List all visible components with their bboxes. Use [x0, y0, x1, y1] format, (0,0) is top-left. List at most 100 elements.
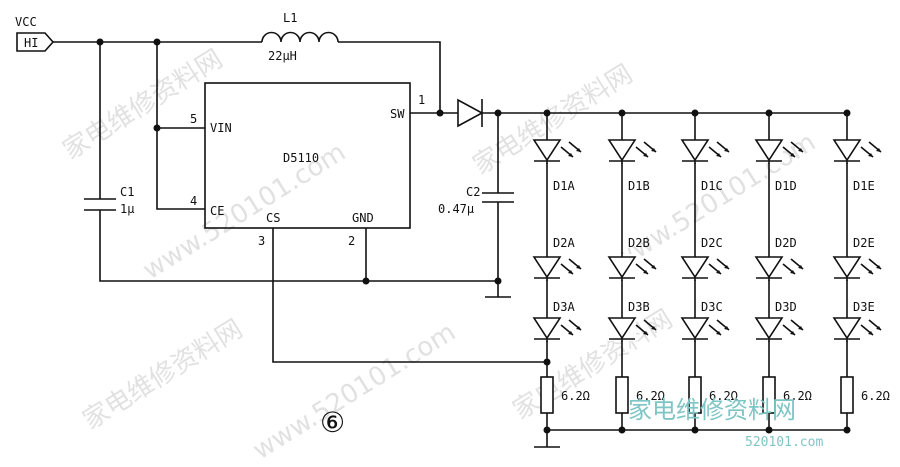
- led-label: D1B: [628, 179, 650, 193]
- led-label: D2E: [853, 236, 875, 250]
- led-label: D2B: [628, 236, 650, 250]
- led-label: D3C: [701, 300, 723, 314]
- led-cathode-bar: [682, 315, 708, 342]
- led-cathode-bar: [534, 137, 560, 164]
- junction-dot: [436, 109, 444, 117]
- led-matrix: D1A D2A D3A 6.2Ω D1B D2B D3B 6.2Ω D1C D2C D3C 6.2Ω D…: [532, 109, 890, 448]
- led-cathode-bar: [609, 315, 635, 342]
- led-label: D3B: [628, 300, 650, 314]
- led-cathode-bar: [609, 254, 635, 281]
- junction-dot: [153, 124, 161, 132]
- led-arrowheads: [716, 326, 729, 335]
- led-cathode-bar: [756, 137, 782, 164]
- led-cathode-bar: [834, 137, 860, 164]
- junction-dot: [494, 277, 502, 285]
- ic-body: [204, 82, 411, 229]
- wire-inductor-to-diode: [338, 41, 458, 114]
- c2-ref: C2: [466, 185, 480, 199]
- pin-number: 2: [348, 234, 355, 248]
- junction-dot: [362, 277, 370, 285]
- figure-marker: ⑥: [320, 406, 345, 439]
- wire-vin-ce: [156, 42, 205, 210]
- capacitor-c2: [482, 113, 514, 297]
- led-label: D2D: [775, 236, 797, 250]
- resistor-value: 6.2Ω: [783, 389, 812, 403]
- led-label: D1A: [553, 179, 575, 193]
- pin-number: 1: [418, 93, 425, 107]
- led-arrowheads: [716, 148, 729, 157]
- led-arrowheads: [790, 148, 803, 157]
- pin-label-vin: VIN: [210, 121, 232, 135]
- ic-name: D5110: [283, 151, 319, 165]
- diode-triangle: [457, 98, 484, 128]
- led-cathode-bar: [756, 254, 782, 281]
- led-arrowheads: [790, 265, 803, 274]
- led-arrowheads: [568, 148, 581, 157]
- led-cathode-bar: [534, 315, 560, 342]
- current-sense-resistor: [540, 376, 554, 414]
- c1-ref: C1: [120, 185, 134, 199]
- led-label: D1D: [775, 179, 797, 193]
- led-arrowheads: [568, 265, 581, 274]
- watermark-text: 家电维修资料网: [78, 314, 248, 436]
- led-arrowheads: [790, 326, 803, 335]
- led-cathode-bar: [609, 137, 635, 164]
- watermark-text: 家电维修资料网: [58, 44, 228, 166]
- resistor-value: 6.2Ω: [861, 389, 890, 403]
- led-cathode-bar: [834, 315, 860, 342]
- led-cathode-bar: [834, 254, 860, 281]
- ic-d5110: D5110 5 VIN 4 CE 3 CS 2 GND 1 SW: [190, 82, 425, 248]
- pin-label-ce: CE: [210, 204, 224, 218]
- led-label: D3E: [853, 300, 875, 314]
- inductor-coil: [261, 31, 339, 43]
- brand-watermark-url: 520101.com: [745, 435, 823, 450]
- pin-number: 5: [190, 112, 197, 126]
- brand-watermark: 家电维修资料网 520101.com: [628, 396, 823, 450]
- led-arrowheads: [868, 326, 881, 335]
- pin-label-cs: CS: [266, 211, 280, 225]
- led-arrowheads: [716, 265, 729, 274]
- led-cathode-bar: [682, 254, 708, 281]
- watermark-url: www.520101.com: [248, 317, 461, 466]
- led-arrowheads: [643, 265, 656, 274]
- pin-label-gnd: GND: [352, 211, 374, 225]
- led-label: D1C: [701, 179, 723, 193]
- schottky-diode: [457, 98, 847, 128]
- led-arrowheads: [568, 326, 581, 335]
- inductor-value: 22μH: [268, 49, 297, 63]
- led-cathode-bar: [756, 315, 782, 342]
- led-arrowheads: [643, 326, 656, 335]
- led-label: D1E: [853, 179, 875, 193]
- resistor-value: 6.2Ω: [636, 389, 665, 403]
- wire-cs-sense: [272, 228, 547, 363]
- inductor-l1: L1 22μH: [261, 11, 339, 63]
- input-level-label: HI: [24, 36, 38, 50]
- c2-value: 0.47μ: [438, 202, 474, 216]
- ground-symbol: [534, 430, 560, 448]
- resistor-value: 6.2Ω: [709, 389, 738, 403]
- pin-number: 4: [190, 194, 197, 208]
- c1-value: 1μ: [120, 202, 134, 216]
- current-sense-resistor: [615, 376, 629, 414]
- pin-label-sw: SW: [390, 107, 405, 121]
- inductor-ref: L1: [283, 11, 297, 25]
- input-flag-shape: [16, 32, 55, 52]
- led-cathode-bar: [534, 254, 560, 281]
- current-sense-resistor: [840, 376, 854, 414]
- led-label: D3D: [775, 300, 797, 314]
- pin-number: 3: [258, 234, 265, 248]
- vcc-input-flag: VCC HI: [15, 15, 55, 52]
- led-arrowheads: [643, 148, 656, 157]
- led-arrowheads: [868, 265, 881, 274]
- resistor-value: 6.2Ω: [561, 389, 590, 403]
- led-label: D2C: [701, 236, 723, 250]
- capacitor-c1-plates: [84, 198, 116, 211]
- led-arrowheads: [868, 148, 881, 157]
- led-label: D2A: [553, 236, 575, 250]
- vcc-label: VCC: [15, 15, 37, 29]
- led-label: D3A: [553, 300, 575, 314]
- brand-watermark-cn: 家电维修资料网: [628, 396, 796, 424]
- led-cathode-bar: [682, 137, 708, 164]
